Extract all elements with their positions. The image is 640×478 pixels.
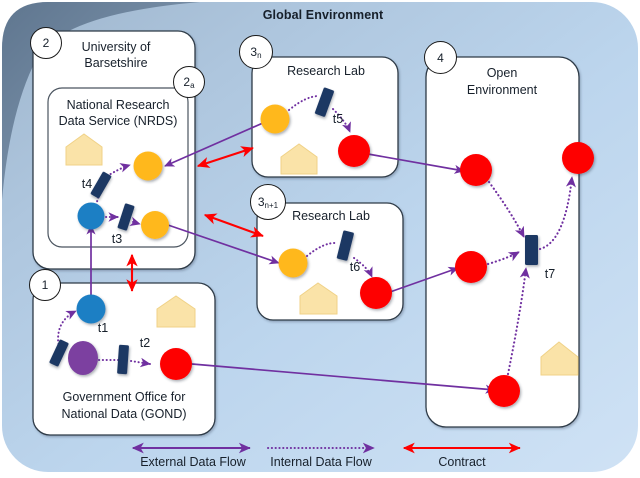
place-red-lab-n1: [360, 277, 392, 309]
internal-flow-t7-to-topright: [538, 175, 576, 251]
research-lab-n-internals: [260, 87, 370, 175]
badge-open-env-text: 4: [437, 50, 444, 65]
place-orange-nrds-bottom: [141, 211, 169, 239]
place-blue-nrds: [77, 202, 105, 230]
nrds-internals: [65, 133, 169, 239]
place-red-open-env-topleft: [460, 154, 492, 186]
transition-t5: [314, 87, 335, 117]
transition-t7: [525, 235, 538, 265]
badge-gond[interactable]: 1: [29, 269, 61, 301]
internal-flow-t4-to-orange: [103, 163, 131, 179]
place-red-open-env-midleft: [455, 251, 487, 283]
place-orange-lab-n1: [278, 248, 308, 278]
internal-flow-orange-to-t6: [306, 241, 338, 257]
internal-flow-t5-to-red: [332, 108, 351, 133]
external-data-flows: [86, 118, 496, 394]
research-lab-n1-internals: [278, 230, 392, 315]
transition-t6: [336, 230, 354, 261]
place-orange-nrds-top: [133, 151, 163, 181]
flow-gond-to-open-env: [191, 363, 496, 394]
internal-flow-t3-to-orange: [129, 216, 141, 226]
open-environment-internals: [455, 142, 594, 407]
house-icon-nrds: [65, 133, 103, 166]
place-red-open-env-bottom: [488, 375, 520, 407]
contract-arrows: [126, 146, 264, 292]
badge-university[interactable]: 2: [30, 27, 62, 59]
place-red-open-env-topright: [562, 142, 594, 174]
badge-lab-n-sub: n: [257, 50, 262, 60]
transition-t1: [49, 339, 69, 367]
badge-open-environment[interactable]: 4: [424, 41, 457, 74]
badge-lab-n1-main: 3: [257, 195, 265, 209]
contract-university-lab-n: [196, 146, 254, 168]
place-orange-lab-n: [260, 104, 290, 134]
house-icon-lab-n1: [299, 282, 338, 315]
badge-nrds-main: 2: [183, 75, 191, 89]
flow-nrds-to-lab-n: [164, 118, 273, 167]
flow-lab-n-to-open-env: [367, 153, 465, 174]
internal-flow-bottom-to-t7: [506, 266, 530, 376]
flow-lab-n1-to-open-env: [389, 266, 459, 293]
house-icon-open-env: [540, 341, 579, 376]
internal-flow-orange-to-t5: [288, 95, 320, 111]
transition-t3: [117, 203, 135, 231]
place-red-lab-n: [338, 135, 370, 167]
internal-flow-t6-to-red: [353, 257, 373, 278]
badge-lab-n1-sub: n+1: [264, 200, 279, 210]
contract-university-lab-n1: [203, 213, 264, 238]
badge-lab-n-main: 3: [250, 45, 258, 59]
transition-t4: [90, 171, 112, 199]
house-icon-gond: [156, 295, 196, 328]
box-open-environment[interactable]: [425, 56, 580, 428]
place-purple-gond: [68, 341, 98, 375]
flow-nrds-to-lab-n1: [167, 224, 280, 265]
internal-flow-t2-to-red: [130, 357, 151, 368]
internal-flow-midleft-to-t7: [486, 250, 521, 266]
badge-university-text: 2: [42, 36, 50, 50]
internal-flow-topleft-to-t7: [487, 180, 526, 239]
badge-nrds-sub: a: [190, 80, 195, 90]
gond-internals: [49, 294, 196, 380]
place-blue-gond: [76, 294, 106, 324]
badge-gond-text: 1: [41, 278, 49, 292]
place-red-gond: [160, 348, 192, 380]
house-icon-lab-n: [280, 143, 318, 175]
transition-t2: [117, 344, 129, 375]
